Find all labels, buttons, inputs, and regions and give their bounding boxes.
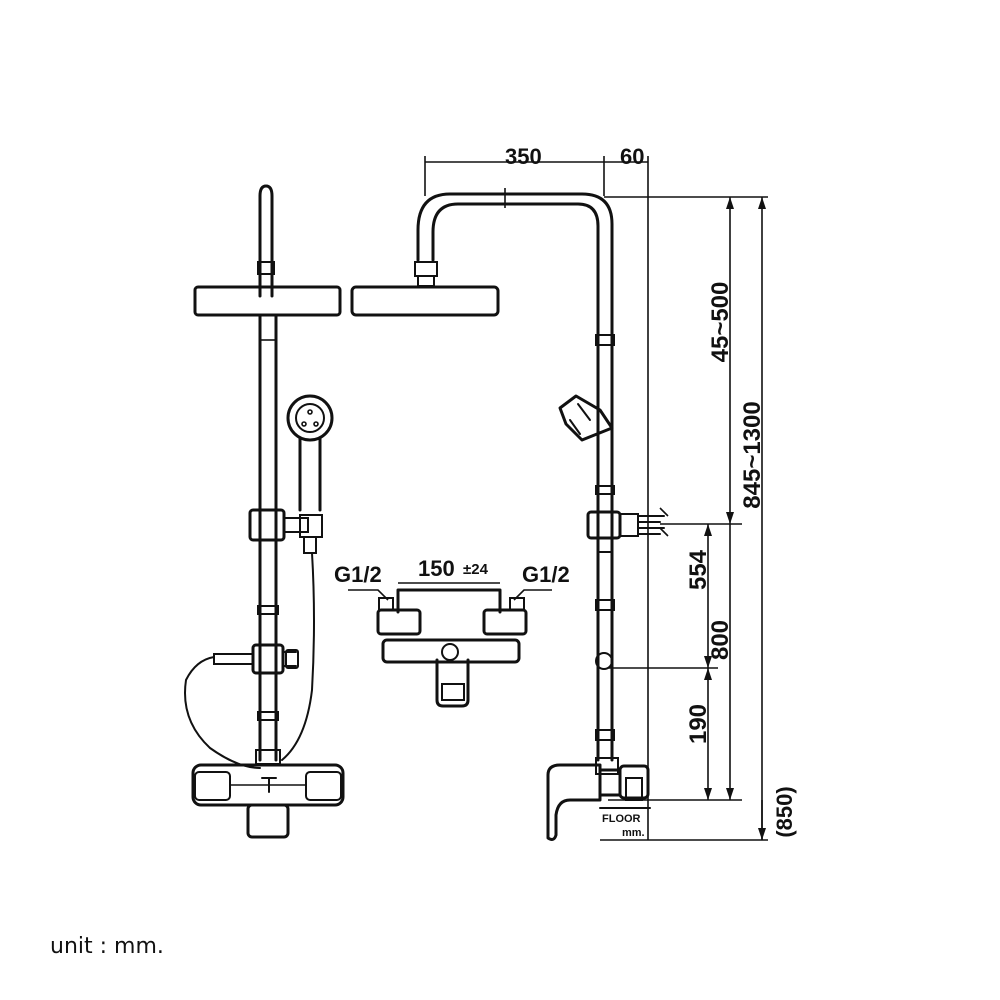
floor-unit-label: mm. bbox=[622, 827, 645, 839]
wall-bracket bbox=[248, 508, 286, 542]
dim-800: 800 bbox=[707, 620, 734, 660]
unit-note: unit : mm. bbox=[50, 934, 164, 959]
mixer-top-view bbox=[348, 588, 552, 708]
dim-150: 150 bbox=[418, 556, 455, 581]
dim-60: 60 bbox=[620, 144, 644, 169]
front-view bbox=[184, 184, 345, 839]
dim-554: 554 bbox=[685, 549, 712, 590]
inlet-right-label: G1/2 bbox=[522, 562, 570, 587]
dim-45-500: 45~500 bbox=[707, 282, 734, 363]
dim-350: 350 bbox=[505, 144, 542, 169]
side-view bbox=[350, 188, 669, 841]
diverter bbox=[251, 643, 285, 675]
dim-845-1300: 845~1300 bbox=[739, 401, 766, 508]
floor-label: FLOOR bbox=[602, 813, 641, 825]
dim-850: (850) bbox=[772, 786, 797, 837]
side-mixer-body bbox=[546, 763, 602, 841]
inlet-left-label: G1/2 bbox=[334, 562, 382, 587]
hand-shower bbox=[286, 394, 334, 442]
side-hand-shower bbox=[558, 394, 614, 442]
dim-190: 190 bbox=[685, 704, 712, 744]
side-rain-shower-head bbox=[350, 285, 500, 317]
dimension-labels: 350 60 45~500 845~1300 554 800 190 (850)… bbox=[334, 144, 797, 839]
dim-tolerance: ±24 bbox=[463, 561, 489, 578]
dimension-lines bbox=[398, 156, 768, 841]
rain-shower-head bbox=[193, 285, 342, 317]
